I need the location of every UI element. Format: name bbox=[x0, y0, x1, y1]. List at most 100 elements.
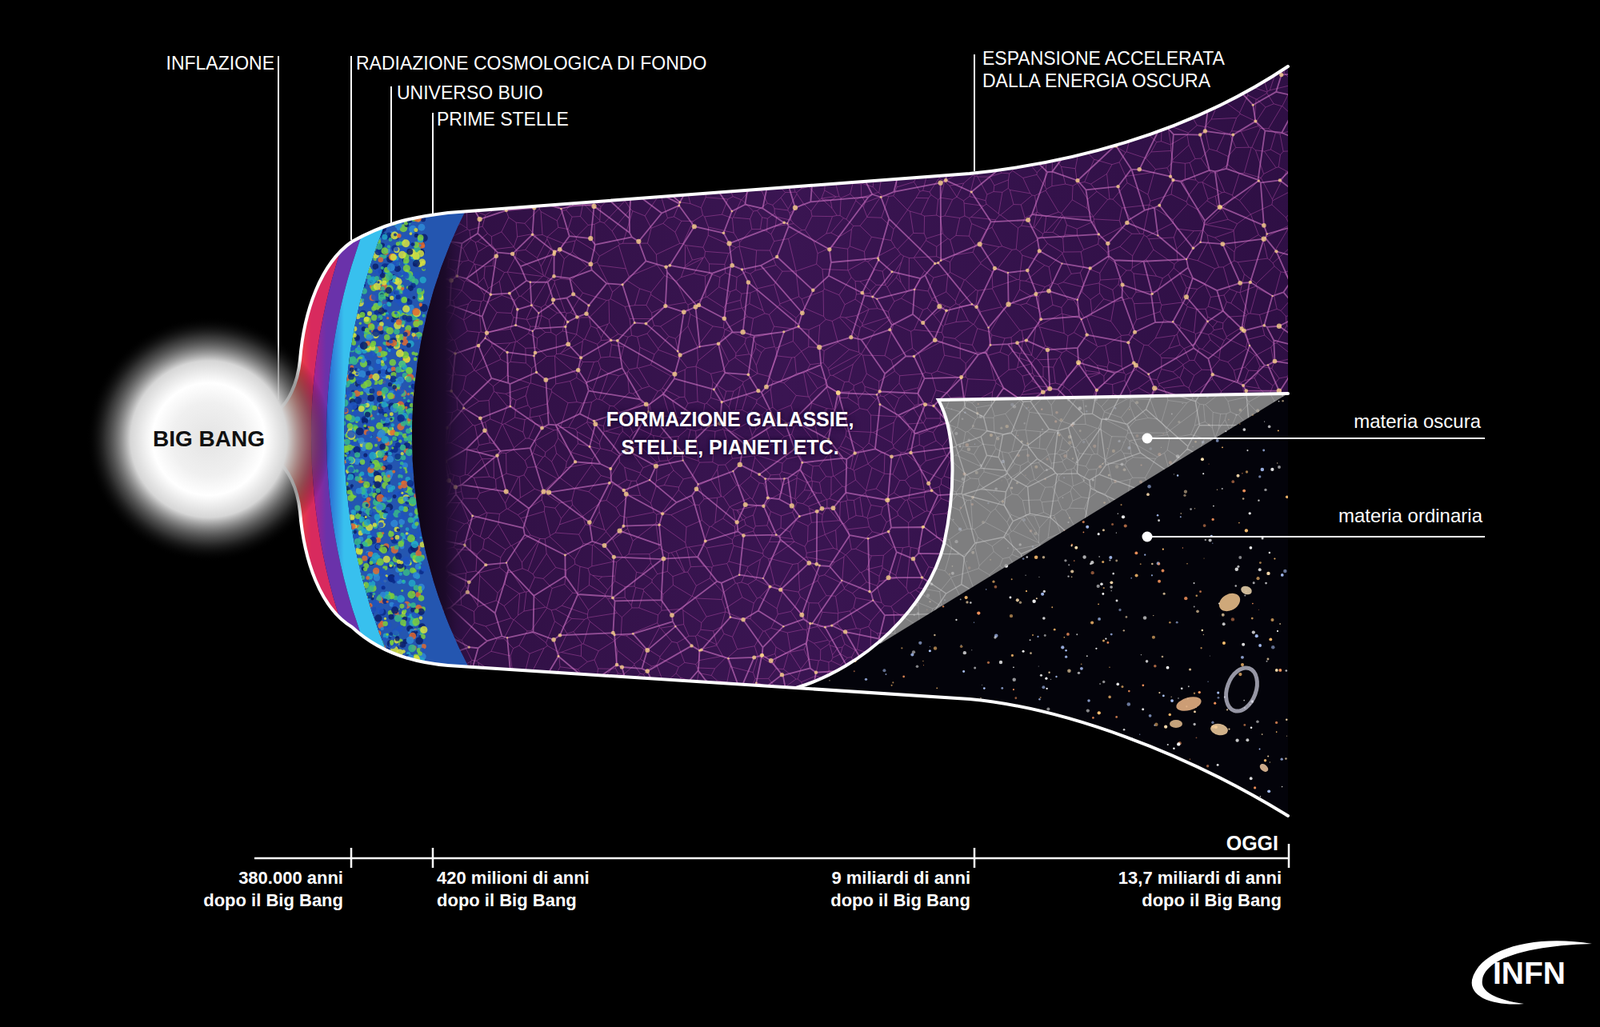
web-knot bbox=[733, 789, 739, 795]
web-knot bbox=[878, 403, 881, 406]
cmb-spot bbox=[368, 452, 377, 460]
web-knot bbox=[385, 151, 391, 156]
web-knot bbox=[635, 717, 637, 720]
web-knot bbox=[840, 580, 843, 582]
cmb-spot bbox=[384, 664, 392, 672]
cmb-spot bbox=[360, 620, 367, 627]
cmb-spot bbox=[341, 233, 347, 239]
cmb-spot bbox=[336, 256, 343, 264]
cmb-spot bbox=[340, 483, 347, 489]
web-knot bbox=[794, 706, 799, 711]
web-knot bbox=[546, 811, 549, 814]
cmb-spot bbox=[398, 477, 402, 481]
cmb-spot bbox=[336, 565, 340, 569]
cmb-spot bbox=[376, 640, 380, 643]
web-knot bbox=[1152, 385, 1157, 391]
web-knot bbox=[557, 655, 560, 658]
web-knot bbox=[981, 110, 986, 115]
cmb-spot bbox=[343, 505, 348, 510]
cmb-spot bbox=[400, 444, 406, 451]
web-knot bbox=[509, 405, 512, 408]
web-knot bbox=[653, 464, 659, 469]
cmb-spot bbox=[400, 455, 406, 460]
web-knot bbox=[1060, 262, 1063, 264]
web-knot bbox=[744, 114, 748, 119]
cmb-spot bbox=[342, 535, 350, 543]
cmb-spot bbox=[380, 372, 386, 377]
web-knot bbox=[1278, 178, 1282, 182]
web-knot bbox=[488, 140, 491, 143]
cmb-spot bbox=[337, 537, 344, 544]
web-knot bbox=[1261, 236, 1267, 242]
cmb-spot bbox=[345, 605, 353, 613]
web-knot bbox=[512, 822, 515, 825]
cmb-spot bbox=[363, 220, 368, 224]
web-knot bbox=[633, 321, 636, 324]
web-knot bbox=[737, 696, 743, 701]
cmb-spot bbox=[350, 664, 356, 670]
web-knot bbox=[764, 384, 769, 390]
cmb-spot bbox=[420, 304, 428, 312]
web-knot bbox=[775, 255, 779, 259]
web-knot bbox=[588, 236, 593, 241]
web-knot bbox=[817, 772, 821, 776]
web-knot bbox=[783, 477, 785, 480]
cmb-spot bbox=[363, 644, 368, 648]
cmb-spot bbox=[367, 670, 373, 676]
web-knot bbox=[579, 356, 583, 360]
web-knot bbox=[818, 564, 821, 568]
web-knot bbox=[564, 794, 567, 796]
web-knot bbox=[465, 196, 471, 202]
cmb-spot bbox=[360, 580, 364, 583]
web-knot bbox=[684, 188, 689, 193]
cmb-spot bbox=[356, 648, 360, 652]
cmb-spot bbox=[339, 673, 344, 678]
web-knot bbox=[936, 304, 942, 309]
cmb-spot bbox=[393, 328, 400, 336]
web-knot bbox=[551, 637, 556, 643]
web-knot bbox=[1274, 249, 1278, 253]
cmb-spot bbox=[348, 304, 356, 312]
cmb-spot bbox=[369, 628, 377, 636]
cmb-spot bbox=[356, 496, 361, 501]
web-knot bbox=[872, 800, 877, 806]
web-knot bbox=[722, 231, 726, 235]
cmb-spot bbox=[412, 204, 416, 207]
cmb-spot bbox=[377, 608, 384, 615]
cmb-spot bbox=[377, 671, 381, 675]
cmb-spot bbox=[337, 564, 340, 568]
cmb-spot bbox=[347, 606, 355, 614]
web-knot bbox=[1146, 822, 1150, 826]
web-knot bbox=[812, 622, 814, 624]
web-fine bbox=[384, 24, 1320, 856]
web-knot bbox=[1095, 388, 1099, 392]
cmb-spot bbox=[336, 606, 341, 612]
web-knot bbox=[505, 561, 508, 564]
cmb-spot bbox=[335, 268, 340, 272]
web-knot bbox=[992, 789, 996, 793]
web-knot bbox=[934, 119, 940, 124]
cmb-spot bbox=[357, 219, 365, 227]
cmb-spot bbox=[353, 439, 357, 443]
cmb-spot bbox=[338, 273, 343, 278]
web-knot bbox=[514, 708, 518, 712]
cmb-spot bbox=[340, 487, 344, 491]
web-knot bbox=[684, 152, 689, 158]
web-knot bbox=[644, 668, 650, 674]
web-knot bbox=[917, 697, 920, 700]
cmb-spot bbox=[354, 576, 359, 580]
web-knot bbox=[1017, 814, 1021, 818]
web-knot bbox=[650, 825, 655, 830]
cmb-spot bbox=[372, 239, 376, 243]
cmb-spot bbox=[333, 312, 340, 319]
web-knot bbox=[737, 462, 743, 468]
web-knot bbox=[886, 575, 892, 580]
web-knot bbox=[732, 470, 734, 472]
web-knot bbox=[694, 487, 700, 492]
cmb-spot bbox=[404, 204, 413, 212]
web-knot bbox=[868, 590, 872, 594]
web-knot bbox=[1024, 338, 1028, 342]
web-knot bbox=[459, 676, 464, 681]
web-knot bbox=[1040, 390, 1046, 396]
web-knot bbox=[602, 775, 608, 780]
